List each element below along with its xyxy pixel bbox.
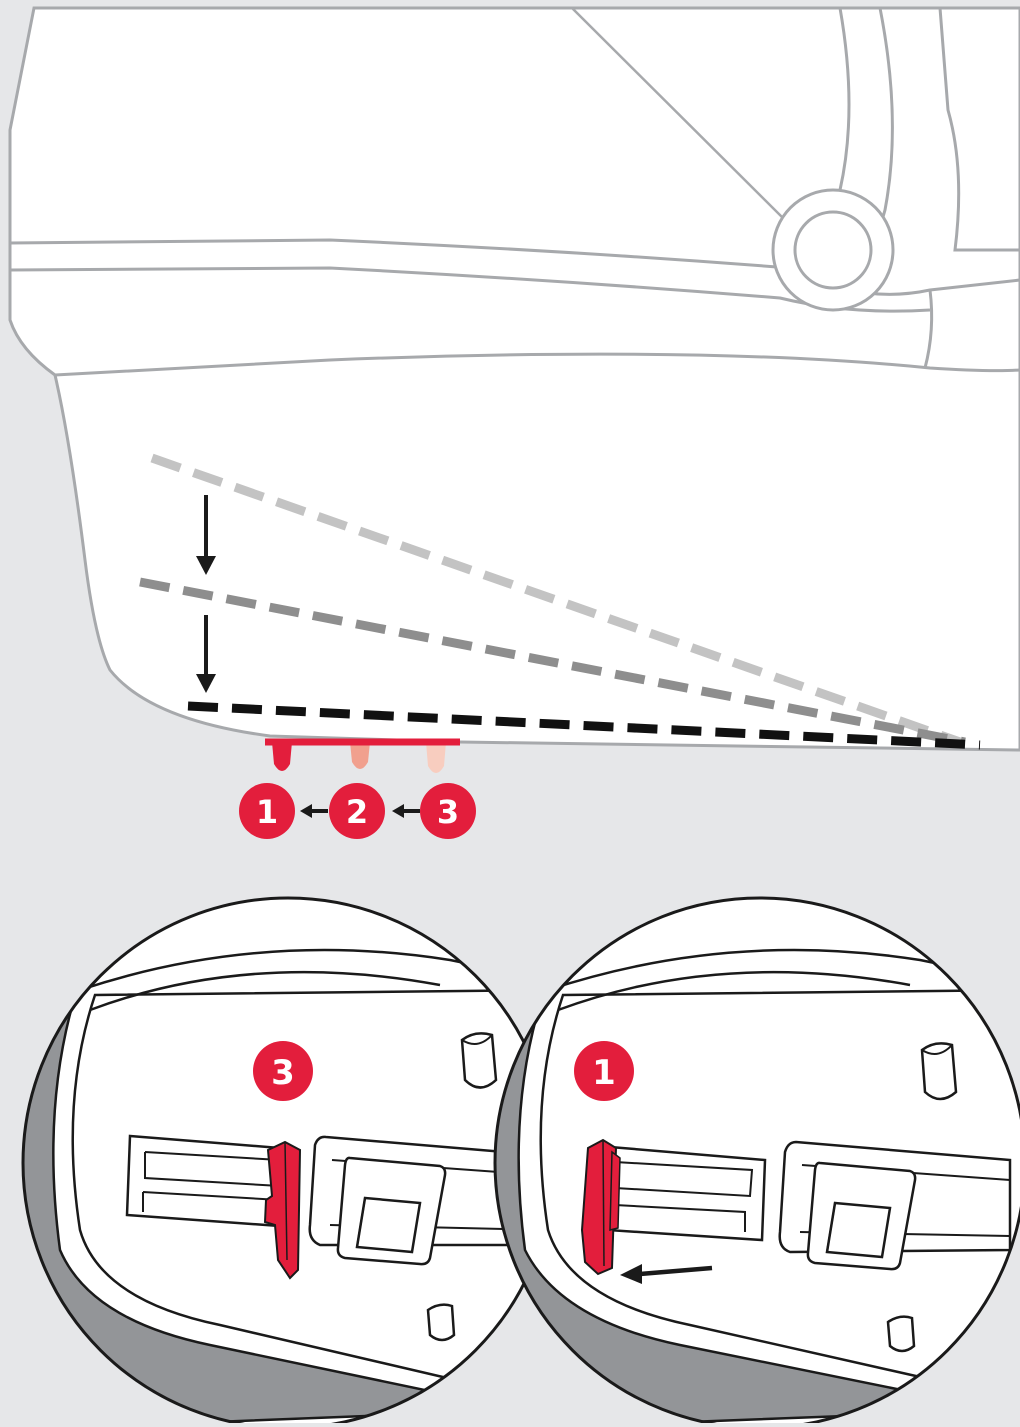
detail-badge-left-label: 3 xyxy=(271,1053,295,1093)
step-badge-2 xyxy=(329,783,385,839)
detail-view-position-1: 1 xyxy=(493,896,1020,1427)
seat-back-edge xyxy=(938,7,1020,252)
car-seat-shell xyxy=(8,6,1020,752)
recline-tab-position-2 xyxy=(350,742,370,769)
step-badge-3 xyxy=(420,783,476,839)
recline-lever xyxy=(580,1138,618,1276)
recline-line-position-2 xyxy=(139,577,966,747)
arrow-left-icon xyxy=(392,804,420,818)
seat-body xyxy=(8,6,1020,752)
arrow-left-icon xyxy=(300,804,328,818)
seat-rim-line xyxy=(9,238,1020,296)
recline-lever xyxy=(263,1140,302,1280)
detail-badge-left xyxy=(253,1041,313,1101)
recline-selector xyxy=(265,738,460,773)
seat-side-panel xyxy=(923,289,934,369)
arrow-down-icon xyxy=(196,615,216,693)
detail-badge-right-label: 1 xyxy=(592,1053,616,1093)
detail-view-position-3: 3 xyxy=(21,896,555,1427)
arrow-left-icon xyxy=(620,1264,713,1284)
step-label-2: 2 xyxy=(346,793,368,831)
step-label-3: 3 xyxy=(437,793,459,831)
recline-line-position-3 xyxy=(150,453,962,747)
handle-pivot-inner xyxy=(793,210,873,290)
detail-badge-right xyxy=(574,1041,634,1101)
step-badge-1 xyxy=(239,783,295,839)
recline-line-position-1 xyxy=(187,701,981,750)
recline-tab-position-3 xyxy=(426,742,446,773)
seat-rim-line-inner xyxy=(9,266,931,313)
step-label-1: 1 xyxy=(256,793,278,831)
canopy-strap xyxy=(571,7,791,226)
recline-tab-position-1 xyxy=(272,742,292,771)
recline-angle-lines xyxy=(139,453,981,750)
arrow-down-icon xyxy=(196,495,216,575)
step-badges: 1 2 3 xyxy=(239,783,476,839)
slide-rail xyxy=(606,1145,767,1242)
seat-lower-rim xyxy=(54,352,1020,377)
